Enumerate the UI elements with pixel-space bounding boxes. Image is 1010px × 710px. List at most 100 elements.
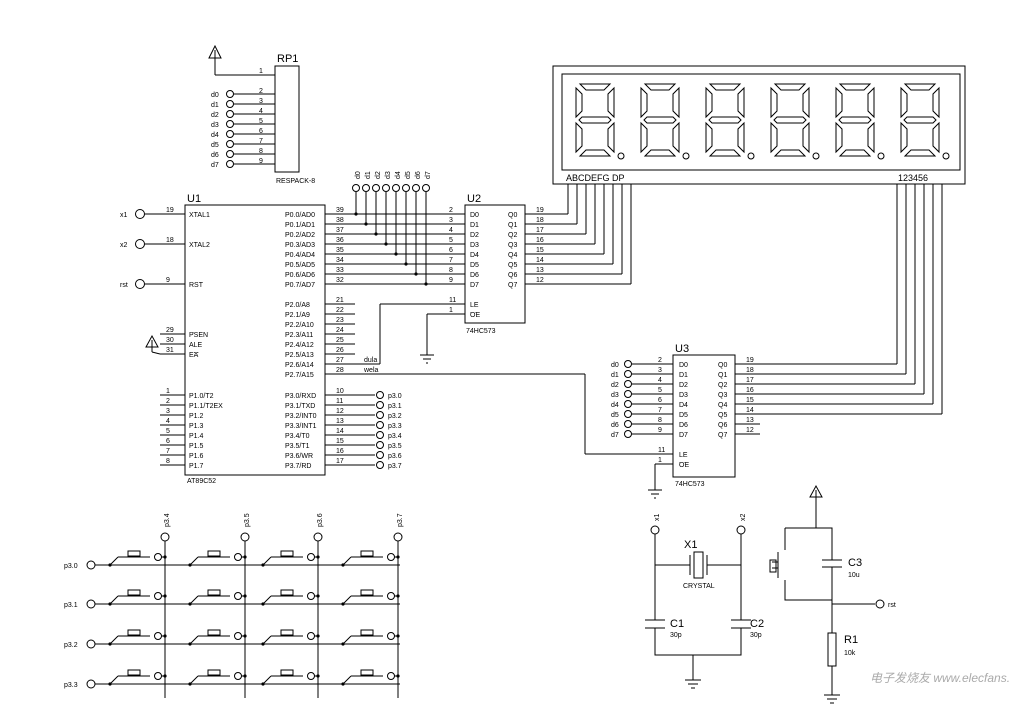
u1-pin-name: P1.6 xyxy=(189,453,204,460)
u2-pin-name: Q3 xyxy=(508,242,517,249)
switch-terminal xyxy=(154,672,162,680)
u2-pin-name: D0 xyxy=(470,212,479,219)
u1-pin-number: 11 xyxy=(336,398,343,405)
u2-pin-number: 4 xyxy=(449,227,453,234)
u1-pin-number: 10 xyxy=(336,388,344,395)
u1-pin-name: P1.4 xyxy=(189,433,204,440)
switch-lead xyxy=(342,635,352,645)
rp1-net-label: d1 xyxy=(211,102,219,109)
u3-terminal xyxy=(624,390,632,398)
bus-net-label: d5 xyxy=(405,171,412,179)
switch-button xyxy=(280,669,294,676)
junction-dot xyxy=(163,594,167,598)
u3-pin-name: Q0 xyxy=(718,362,727,369)
u3-part: 74HC573 xyxy=(675,481,705,488)
switch-lead xyxy=(189,556,199,566)
decimal-point xyxy=(747,152,755,160)
junction-dot xyxy=(188,682,192,686)
u1-pin-number: 26 xyxy=(336,347,344,354)
bus-terminal xyxy=(402,184,410,192)
switch-button xyxy=(207,669,221,676)
c1-ref: C1 xyxy=(670,618,684,630)
keypad-row-terminal xyxy=(86,679,96,689)
c3-value: 10u xyxy=(848,572,860,579)
u2-pin-name: Q1 xyxy=(508,222,517,229)
bus-net-label: d3 xyxy=(385,171,392,179)
u1-pin-name: ALE xyxy=(189,342,203,349)
u1-pin-number: 13 xyxy=(336,418,344,425)
u2-pin-name: D4 xyxy=(470,252,479,259)
u1-pin-name: P3.0/RXD xyxy=(285,393,316,400)
switch-terminal xyxy=(387,592,395,600)
u3-net-label: d6 xyxy=(611,422,619,429)
segment xyxy=(838,83,872,91)
switch-lead xyxy=(109,556,119,566)
u3-terminal xyxy=(624,360,632,368)
u3-pin-number: 4 xyxy=(658,377,662,384)
switch-lead xyxy=(109,595,119,605)
segment xyxy=(640,86,648,119)
keypad-col-label: p3.5 xyxy=(244,513,251,527)
junction-dot xyxy=(261,563,265,567)
p3-net-label: p3.1 xyxy=(388,403,402,410)
rp1-pin-number: 6 xyxy=(259,128,263,135)
switch-terminal xyxy=(234,592,242,600)
u3-net-label: d4 xyxy=(611,402,619,409)
keypad-row-terminal xyxy=(86,639,96,649)
u3-pin-number: 9 xyxy=(658,427,662,434)
junction-dot xyxy=(261,642,265,646)
rp1-pin-number: 7 xyxy=(259,138,263,145)
u1-pin-number: 5 xyxy=(166,428,170,435)
u1-pin-name: P1.0/T2 xyxy=(189,393,214,400)
junction-dot xyxy=(316,594,320,598)
u1-pin-name: P3.7/RD xyxy=(285,463,311,470)
keypad-col-label: p3.6 xyxy=(317,513,324,527)
bus-net-label: d1 xyxy=(365,171,372,179)
junction-dot xyxy=(243,674,247,678)
u3-latch: U3 74HC573 2D0d03D1d14D2d25D3d36D4d47D5d… xyxy=(611,343,754,488)
switch-button xyxy=(127,589,141,596)
u3-pin-name: D7 xyxy=(679,432,688,439)
junction-dot xyxy=(341,563,345,567)
segment xyxy=(773,149,807,157)
u2-latch: U2 74HC573 2D03D14D25D36D47D58D69D711LE1… xyxy=(449,193,544,335)
junction-dot xyxy=(394,252,398,256)
junction-dot xyxy=(261,602,265,606)
switch-button xyxy=(360,550,374,557)
keypad-row-label: p3.3 xyxy=(64,682,78,689)
u2-pin-name: Q7 xyxy=(508,282,517,289)
u3-pin-number: 2 xyxy=(658,357,662,364)
segment xyxy=(867,86,875,119)
segment xyxy=(903,83,937,91)
p3-net-label: p3.5 xyxy=(388,443,402,450)
u2-pin-number: 18 xyxy=(536,217,544,224)
u1-pin-name: P1.7 xyxy=(189,463,204,470)
segment xyxy=(643,83,677,91)
u1-pin-number: 38 xyxy=(336,217,344,224)
u3-pin-name: Q3 xyxy=(718,392,727,399)
u1-pin-number: 21 xyxy=(336,297,344,304)
u3-pin-number: 7 xyxy=(658,407,662,414)
bus-terminal xyxy=(372,184,380,192)
u2-pin-number: 17 xyxy=(536,227,544,234)
switch-terminal xyxy=(154,592,162,600)
u1-pin-number: 28 xyxy=(336,367,344,374)
u2-pin-number: 15 xyxy=(536,247,544,254)
u1-pin-name: P3.6/WR xyxy=(285,453,313,460)
segment xyxy=(708,83,742,91)
segment xyxy=(705,121,713,154)
u2-pin-number: 1 xyxy=(449,307,453,314)
switch-lead xyxy=(189,635,199,645)
reset-circuit: rst C3 10u R1 10k xyxy=(769,484,896,704)
u1-pin-number: 16 xyxy=(336,448,344,455)
u1-pin-name: P2.3/A11 xyxy=(285,332,313,339)
bus-terminal xyxy=(362,184,370,192)
switch-button xyxy=(207,629,221,636)
r1-value: 10k xyxy=(844,650,856,657)
u1-pin-name: P1.2 xyxy=(189,413,204,420)
junction-dot xyxy=(396,594,400,598)
bus-net-label: d4 xyxy=(395,171,402,179)
u1-pin-number: 23 xyxy=(336,317,344,324)
u2-ref: U2 xyxy=(467,193,481,205)
